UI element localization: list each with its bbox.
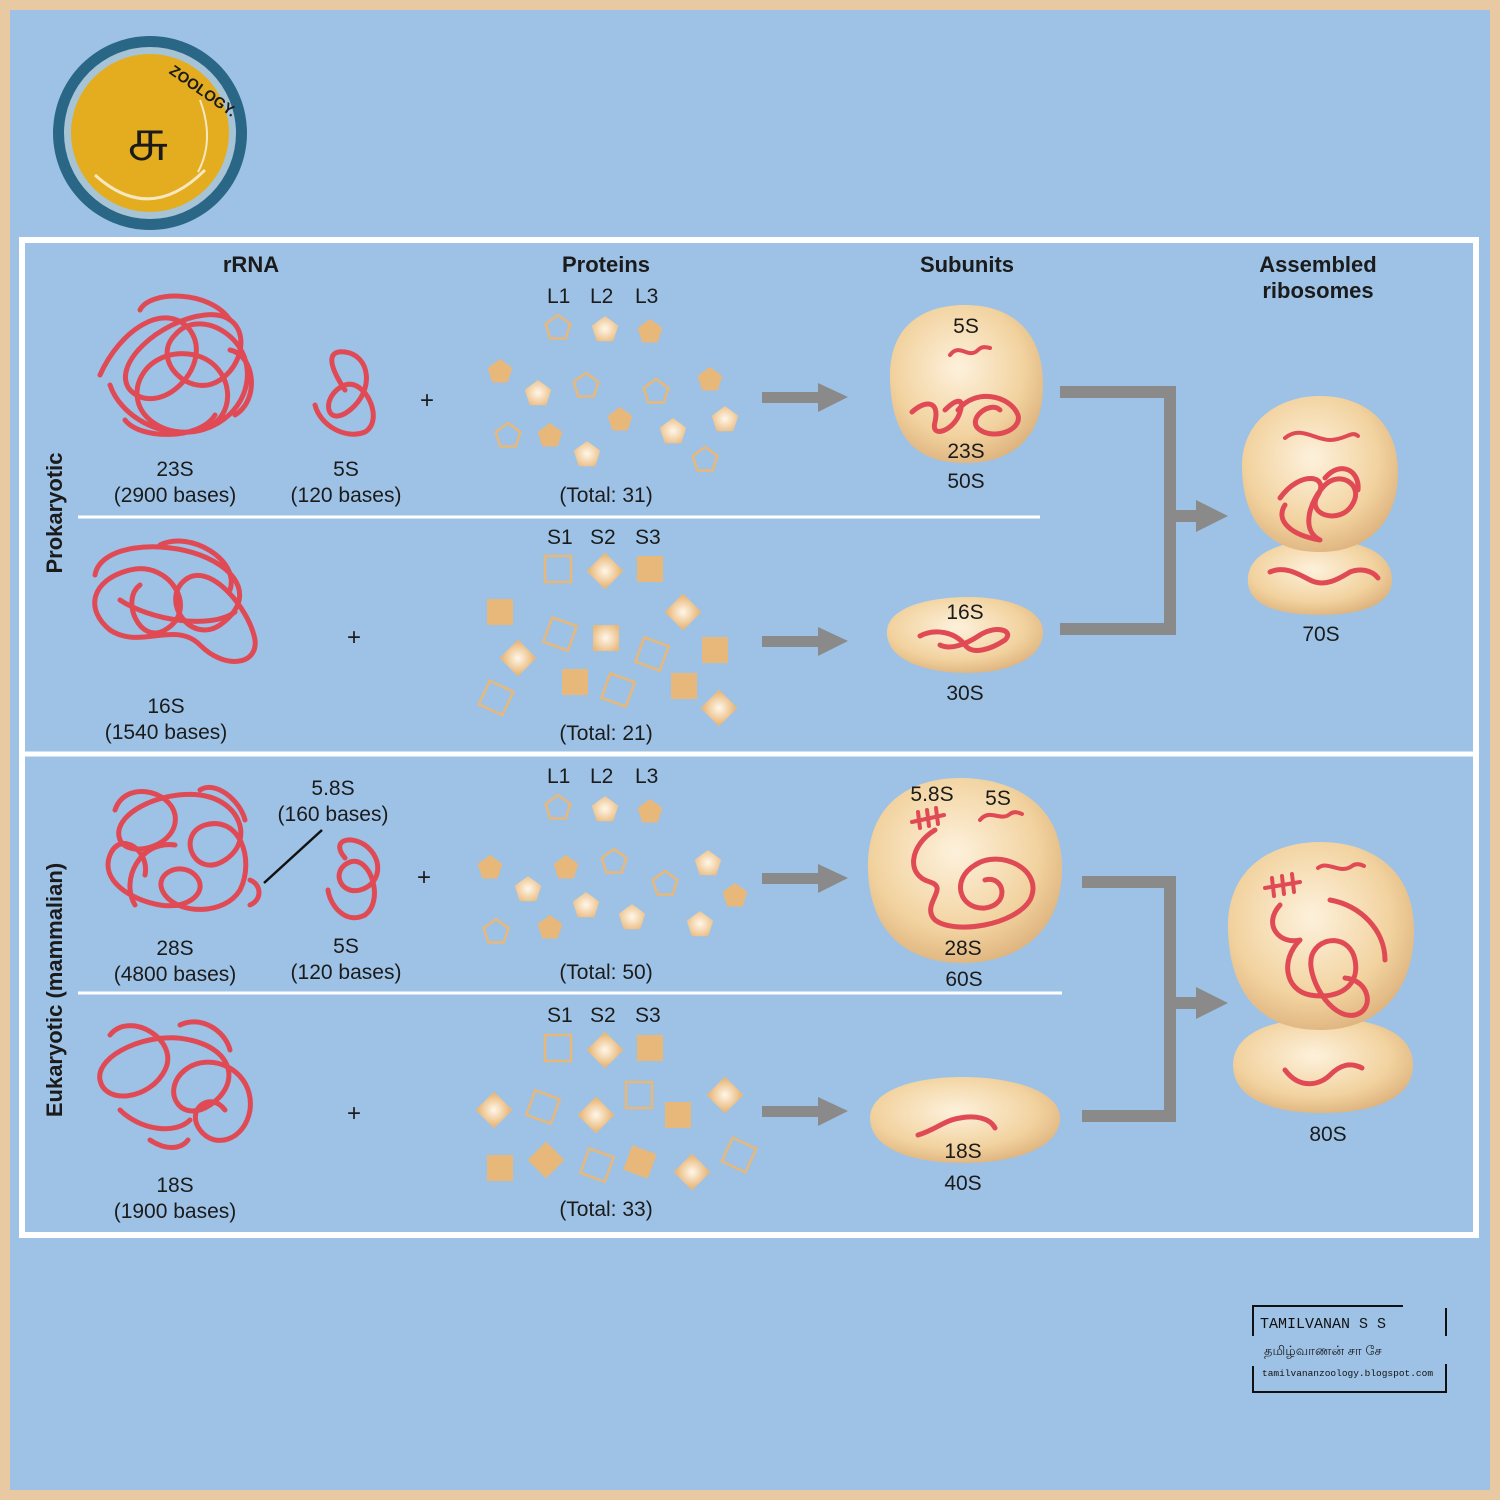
signature-tamil-name: தமிழ்வாணன் சா சே <box>1264 1343 1382 1358</box>
rrna-16s-bases: (1540 bases) <box>105 721 228 744</box>
subunit-30s <box>886 597 1043 673</box>
merge-connector-prok <box>1060 386 1228 635</box>
rrna-23s-coil <box>97 293 254 437</box>
protein-label-s1: S1 <box>547 1004 573 1027</box>
subunit-60s <box>867 778 1062 963</box>
signature-name: TAMILVANAN S S <box>1260 1316 1386 1333</box>
label-eukaryotic: Eukaryotic (mammalian) <box>42 863 67 1117</box>
arrow-euk-large <box>762 864 848 893</box>
rrna-23s-bases: (2900 bases) <box>114 484 237 507</box>
header-subunits: Subunits <box>920 252 1014 277</box>
subunit-50s-inner-23s: 23S <box>947 440 984 463</box>
protein-label-s2: S2 <box>590 526 616 549</box>
plus-sign: + <box>417 864 431 891</box>
logo-glyph: சு <box>128 105 168 174</box>
protein-label-l2: L2 <box>590 765 613 788</box>
label-prokaryotic: Prokaryotic <box>42 452 67 573</box>
subunit-60s-inner-5-8s: 5.8S <box>910 783 953 806</box>
ribosome-70s-name: 70S <box>1302 623 1339 646</box>
merge-connector-euk <box>1082 876 1228 1122</box>
protein-label-l1: L1 <box>547 765 570 788</box>
header-rrna: rRNA <box>223 252 279 277</box>
subunit-60s-inner-28s: 28S <box>944 937 981 960</box>
protein-total-euk-large: (Total: 50) <box>559 961 652 984</box>
rrna-5s-euk-name: 5S <box>333 935 359 958</box>
rrna-5s-coil <box>312 349 376 437</box>
arrow-prok-large <box>762 383 848 412</box>
header-proteins: Proteins <box>562 252 650 277</box>
subunit-60s-name: 60S <box>945 968 982 991</box>
subunit-40s <box>870 1077 1060 1163</box>
protein-label-l3: L3 <box>635 765 658 788</box>
plus-sign: + <box>347 624 361 651</box>
canvas-background <box>10 10 1490 1490</box>
rrna-5s-name: 5S <box>333 458 359 481</box>
rrna-5s-bases: (120 bases) <box>291 484 402 507</box>
rrna-23s-name: 23S <box>156 458 193 481</box>
subunit-50s-inner-5s: 5S <box>953 315 979 338</box>
subunit-30s-name: 30S <box>946 682 983 705</box>
rrna-28s-name: 28S <box>156 937 193 960</box>
pointer-line-5-8s <box>263 829 323 884</box>
protein-label-s2: S2 <box>590 1004 616 1027</box>
rrna-5-8s-bases: (160 bases) <box>278 803 389 826</box>
protein-total-euk-small: (Total: 33) <box>559 1198 652 1221</box>
protein-label-s1: S1 <box>547 526 573 549</box>
rrna-5s-euk-bases: (120 bases) <box>291 961 402 984</box>
rrna-5-8s-name: 5.8S <box>311 777 354 800</box>
protein-label-s3: S3 <box>635 1004 661 1027</box>
rrna-18s-coil <box>97 1019 253 1150</box>
protein-label-l3: L3 <box>635 285 658 308</box>
header-assembled-1: Assembled <box>1259 252 1376 277</box>
plus-sign: + <box>347 1100 361 1127</box>
subunit-60s-inner-5s: 5S <box>985 787 1011 810</box>
protein-label-l1: L1 <box>547 285 570 308</box>
protein-total-prok-large: (Total: 31) <box>559 484 652 507</box>
ribosome-80s-name: 80S <box>1309 1123 1346 1146</box>
subunit-40s-inner-18s: 18S <box>944 1140 981 1163</box>
subunit-50s-name: 50S <box>947 470 984 493</box>
protein-label-l2: L2 <box>590 285 613 308</box>
arrow-euk-small <box>762 1097 848 1126</box>
main-panel <box>19 237 1479 1238</box>
author-signature: TAMILVANAN S S தமிழ்வாணன் சா சே tamilvan… <box>1251 1300 1449 1393</box>
rrna-16s-name: 16S <box>147 695 184 718</box>
arrow-prok-small <box>762 627 848 656</box>
ribosome-70s <box>1241 396 1398 615</box>
subunit-30s-inner-16s: 16S <box>946 601 983 624</box>
rrna-18s-bases: (1900 bases) <box>114 1200 237 1223</box>
header-assembled-2: ribosomes <box>1262 278 1373 303</box>
protein-total-prok-small: (Total: 21) <box>559 722 652 745</box>
ribosome-80s <box>1227 842 1414 1113</box>
zoology-logo: ZOOLOGY. சு <box>53 36 247 230</box>
subunit-50s <box>889 305 1043 463</box>
signature-blog: tamilvananzoology.blogspot.com <box>1262 1368 1433 1379</box>
subunit-40s-name: 40S <box>944 1172 981 1195</box>
rrna-5s-euk-coil <box>325 837 381 920</box>
plus-sign: + <box>420 387 434 414</box>
rrna-18s-name: 18S <box>156 1174 193 1197</box>
protein-label-s3: S3 <box>635 526 661 549</box>
rrna-28s-bases: (4800 bases) <box>114 963 237 986</box>
rrna-28s-coil <box>105 784 262 912</box>
rrna-16s-coil <box>92 538 258 664</box>
